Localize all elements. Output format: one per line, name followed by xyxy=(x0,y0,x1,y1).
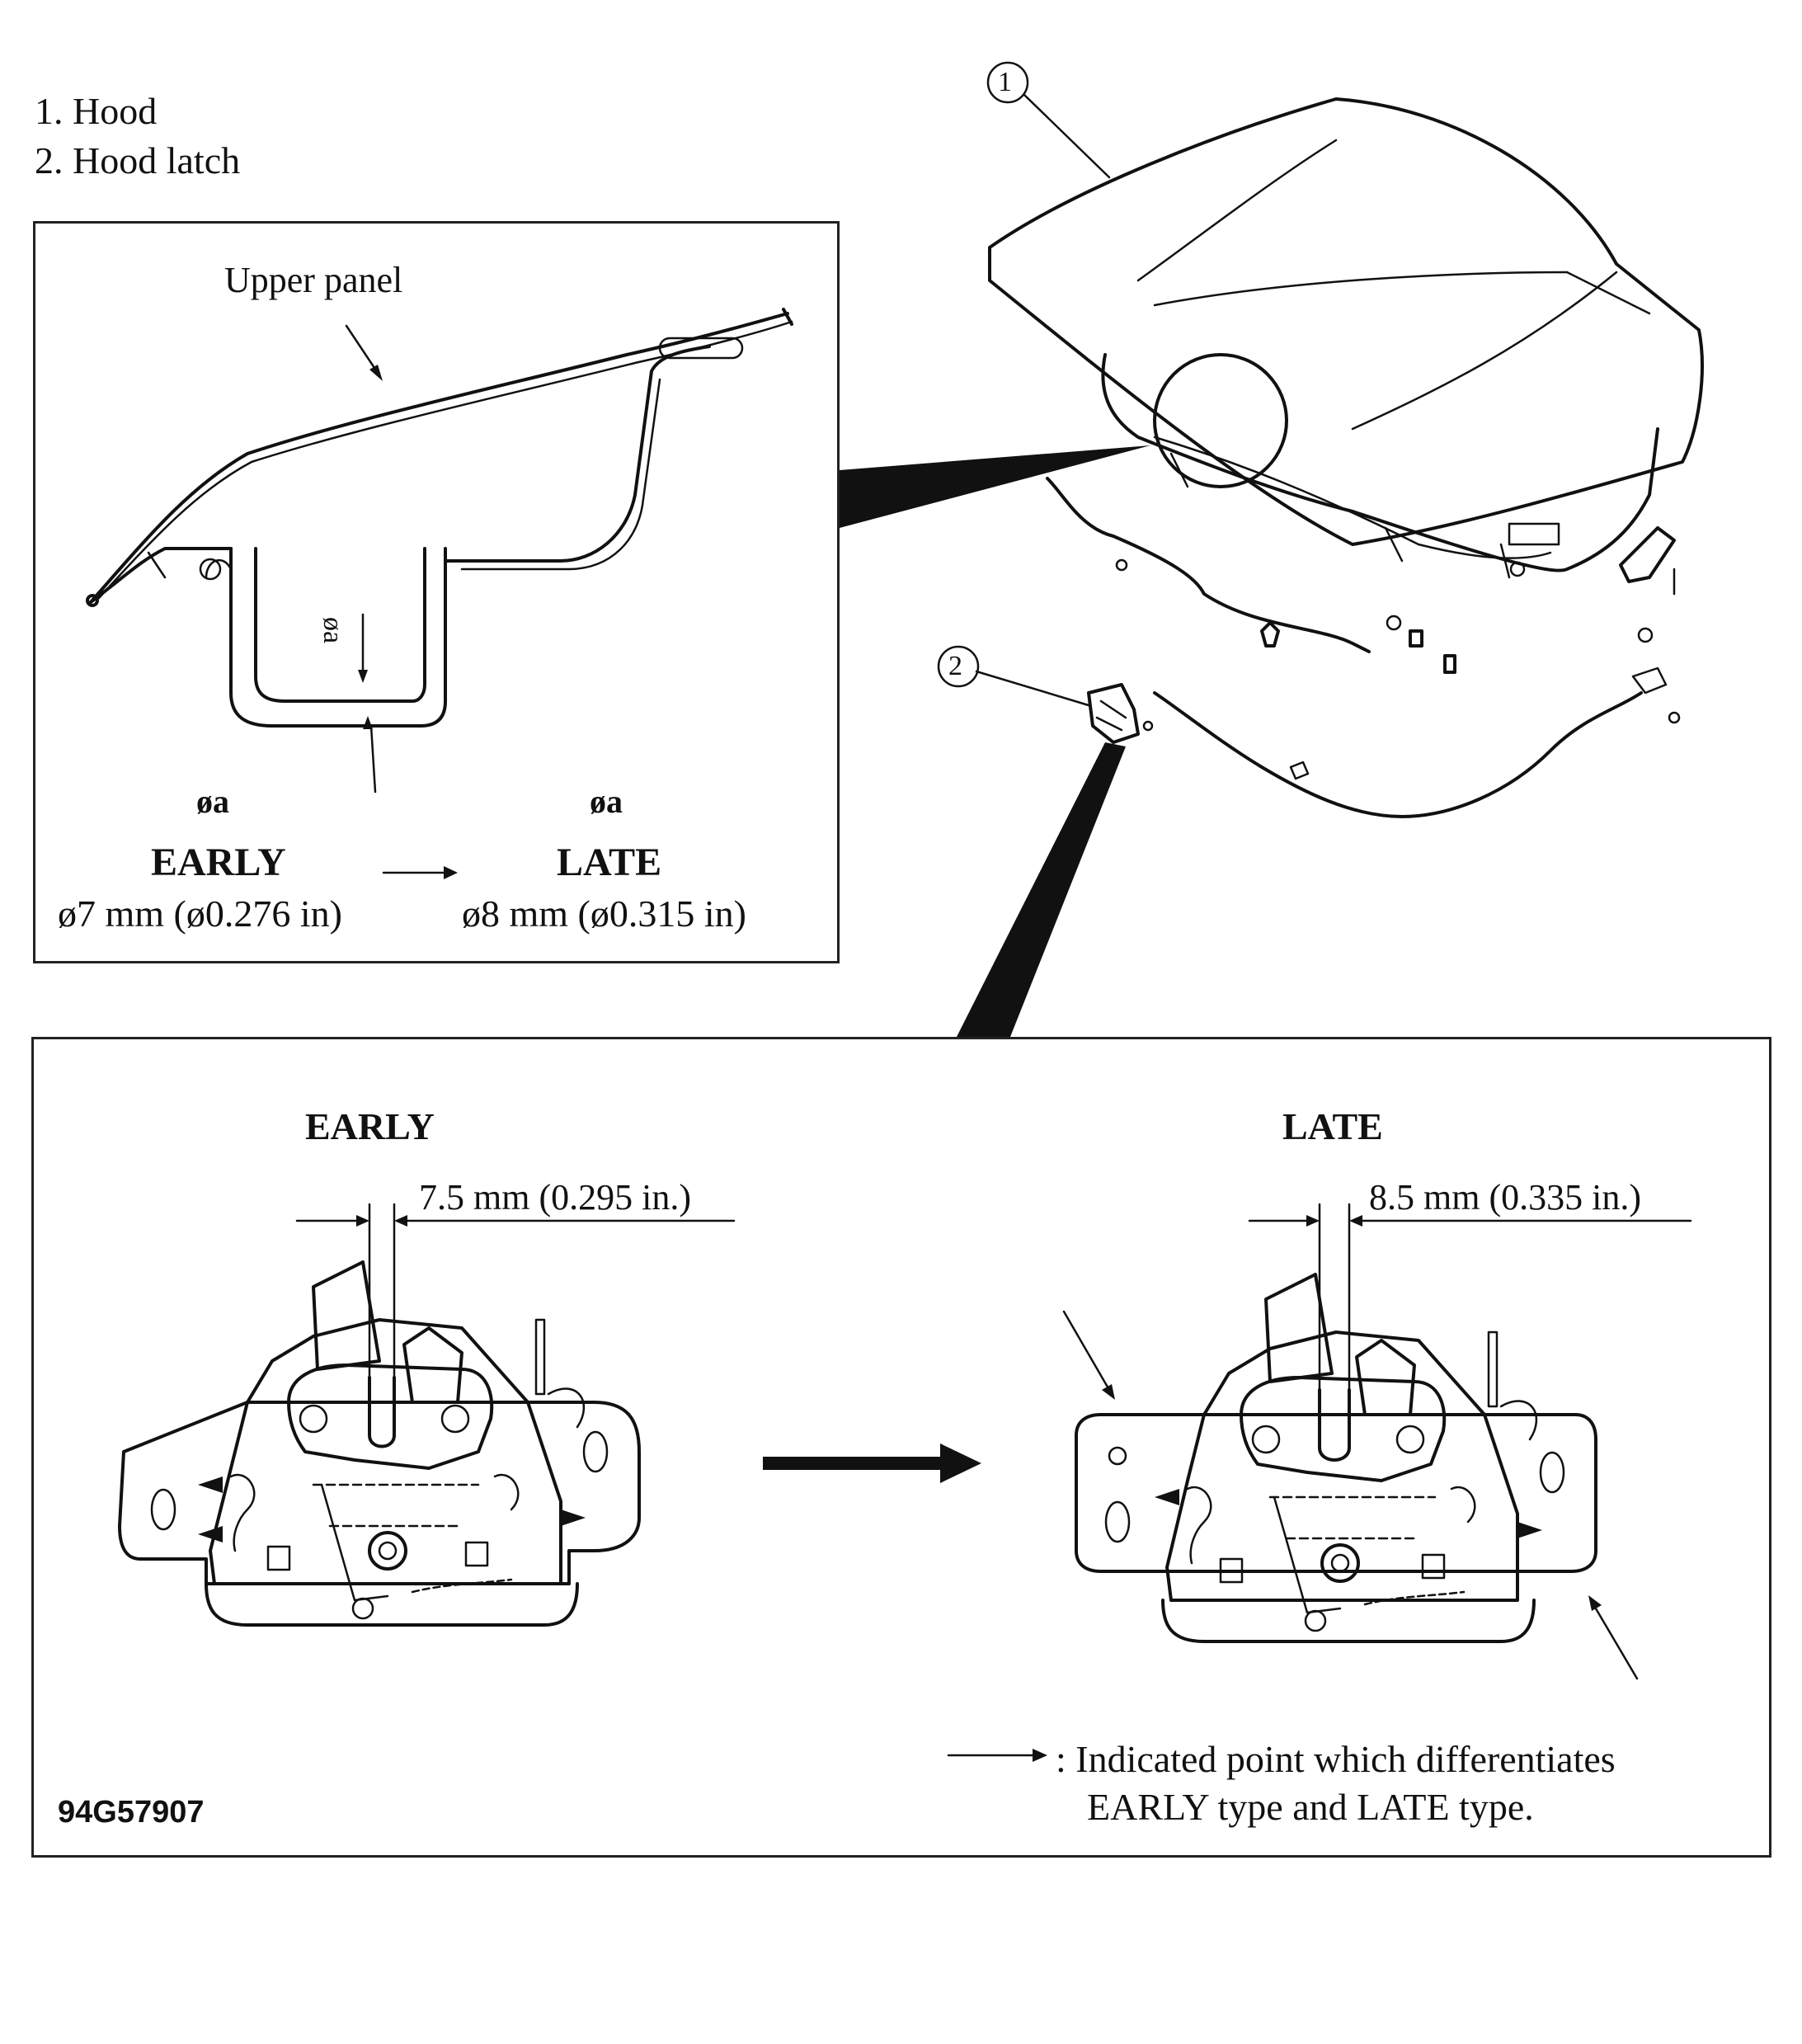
legend-item-hood-latch: 2. Hood latch xyxy=(35,139,241,181)
early-to-late-arrow xyxy=(763,1444,981,1483)
late-diameter-symbol: øa xyxy=(590,783,623,820)
upper-early-label: EARLY xyxy=(151,841,286,884)
late-slot-dimension: 8.5 mm (0.335 in.) xyxy=(1369,1177,1641,1217)
hood-illustration xyxy=(840,61,1704,1037)
lower-inset-frame xyxy=(31,1037,1771,1858)
legend-item-hood: 1. Hood xyxy=(35,90,158,132)
lower-early-label: EARLY xyxy=(305,1105,435,1147)
callout-1: 1 xyxy=(998,67,1012,97)
lower-late-label: LATE xyxy=(1282,1105,1383,1147)
late-diameter-value: ø8 mm (ø0.315 in) xyxy=(462,892,746,935)
early-diameter-symbol: øa xyxy=(196,783,229,820)
upper-inset-frame xyxy=(33,221,840,963)
upper-late-label: LATE xyxy=(557,841,662,884)
early-slot-dimension: 7.5 mm (0.295 in.) xyxy=(419,1177,691,1217)
upper-panel-cross-section xyxy=(86,308,793,879)
note-arrow-icon xyxy=(947,1749,1047,1762)
early-diameter-value: ø7 mm (ø0.276 in) xyxy=(58,892,342,935)
latch-early-illustration xyxy=(118,1203,736,1627)
latch-late-illustration xyxy=(1062,1203,1692,1680)
figure-code: 94G57907 xyxy=(58,1795,205,1830)
upper-panel-label: Upper panel xyxy=(224,260,403,300)
callout-2: 2 xyxy=(948,651,962,681)
note-line-2: EARLY type and LATE type. xyxy=(1087,1786,1534,1828)
diameter-symbol-small: øa xyxy=(318,617,348,644)
note-line-1: : Indicated point which differentiates xyxy=(1056,1738,1616,1780)
